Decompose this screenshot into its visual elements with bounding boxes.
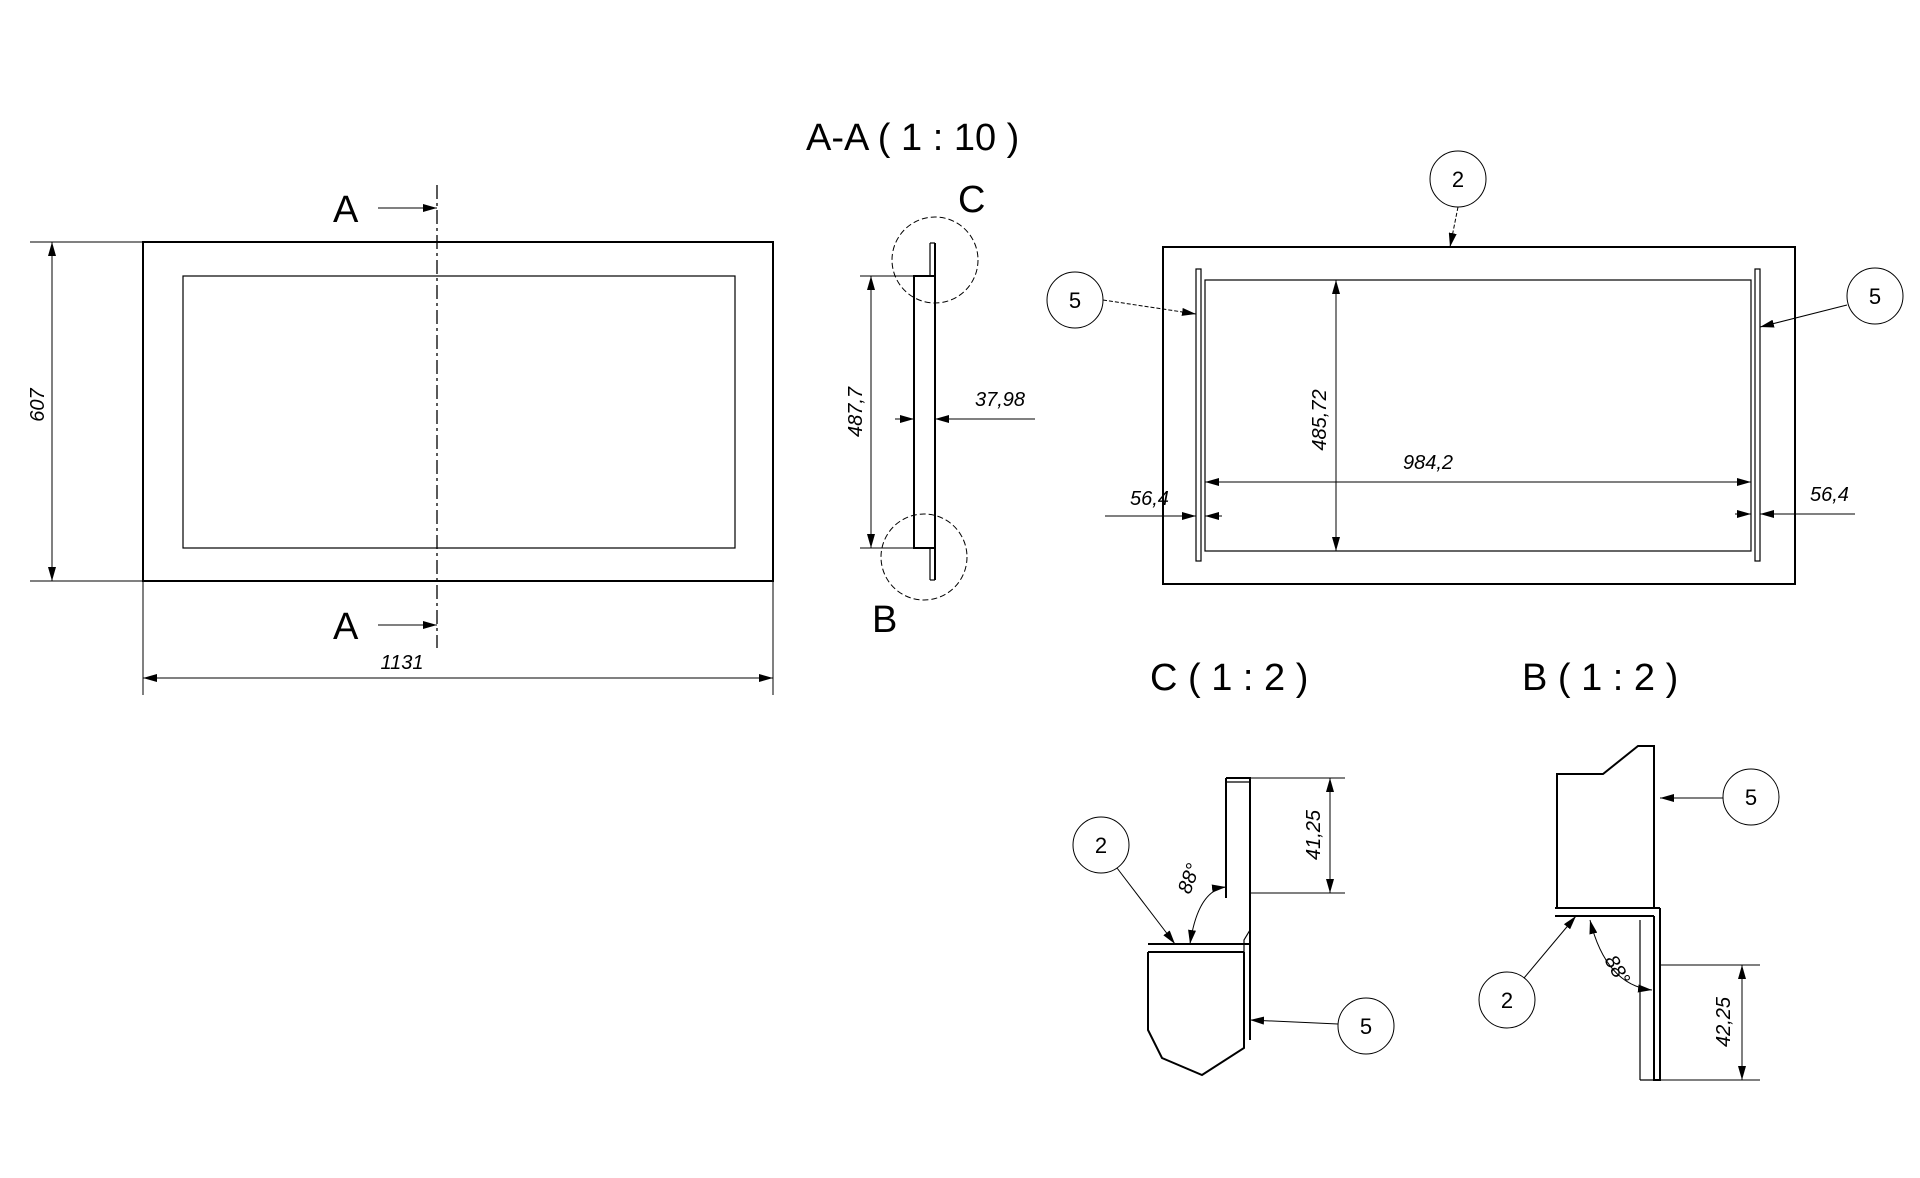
section-profile-body bbox=[913, 275, 936, 549]
detail-marker-b: B bbox=[872, 599, 897, 641]
detail-view-c: C ( 1 : 2 ) 88° 41,25 2 5 bbox=[1072, 657, 1395, 1077]
width-dimension-label: 1131 bbox=[380, 652, 423, 674]
balloon-label: 5 bbox=[1869, 284, 1881, 309]
outer-frame bbox=[142, 241, 774, 582]
detail-b-title: B ( 1 : 2 ) bbox=[1522, 657, 1678, 699]
detail-marker-c: C bbox=[958, 179, 985, 221]
front-view: A A 607 1131 bbox=[27, 185, 774, 695]
thickness-label: 37,98 bbox=[975, 389, 1025, 411]
detail-b-lip bbox=[1555, 907, 1660, 917]
detail-b-body bbox=[1556, 745, 1655, 908]
offset-right-label: 56,4 bbox=[1810, 484, 1849, 506]
balloon-label: 5 bbox=[1745, 785, 1757, 810]
balloon-label: 2 bbox=[1095, 833, 1107, 858]
detail-b-flange bbox=[1653, 908, 1661, 1081]
balloon bbox=[1337, 997, 1395, 1055]
detail-c-angle-label: 88° bbox=[1174, 861, 1205, 897]
balloon-label: 2 bbox=[1452, 167, 1464, 192]
balloon bbox=[1846, 267, 1904, 325]
inner-width-label: 984,2 bbox=[1403, 452, 1453, 474]
detail-circle-c bbox=[891, 216, 979, 304]
section-marker-bottom: A bbox=[333, 606, 359, 648]
detail-b-angle-arc bbox=[1589, 919, 1653, 993]
balloon-label: 5 bbox=[1069, 288, 1081, 313]
height-dimension-label: 607 bbox=[27, 387, 49, 421]
inner-panel bbox=[1204, 279, 1752, 552]
section-view-title: A-A ( 1 : 10 ) bbox=[806, 117, 1019, 159]
detail-view-b: B ( 1 : 2 ) 88° 42,25 5 2 bbox=[1478, 657, 1780, 1081]
inner-opening bbox=[182, 275, 736, 549]
detail-c-title: C ( 1 : 2 ) bbox=[1150, 657, 1308, 699]
balloon bbox=[1478, 971, 1536, 1029]
balloon-label: 5 bbox=[1360, 1014, 1372, 1039]
section-view-aa: A-A ( 1 : 10 ) C B 487,7 37,98 bbox=[806, 117, 1035, 641]
detail-c-angle-arc bbox=[1188, 884, 1227, 945]
detail-c-length-label: 41,25 bbox=[1303, 809, 1325, 860]
balloon bbox=[1722, 768, 1780, 826]
detail-c-body bbox=[1147, 952, 1245, 1077]
section-marker-top: A bbox=[333, 189, 359, 231]
section-height-label: 487,7 bbox=[845, 386, 867, 437]
balloon bbox=[1072, 816, 1130, 874]
detail-c-lip bbox=[1148, 943, 1250, 953]
detail-c-flange bbox=[1225, 777, 1251, 1040]
detail-circle-b bbox=[880, 513, 968, 601]
side-profile-right bbox=[1754, 268, 1761, 562]
inner-height-label: 485,72 bbox=[1309, 389, 1331, 450]
front-view-detailed: 485,72 984,2 56,4 56,4 2 5 5 bbox=[1046, 150, 1904, 585]
outer-panel bbox=[1162, 246, 1796, 585]
offset-left-label: 56,4 bbox=[1130, 488, 1169, 510]
balloon-label: 2 bbox=[1501, 988, 1513, 1013]
side-profile-left bbox=[1195, 268, 1202, 562]
detail-b-length-label: 42,25 bbox=[1713, 996, 1735, 1047]
